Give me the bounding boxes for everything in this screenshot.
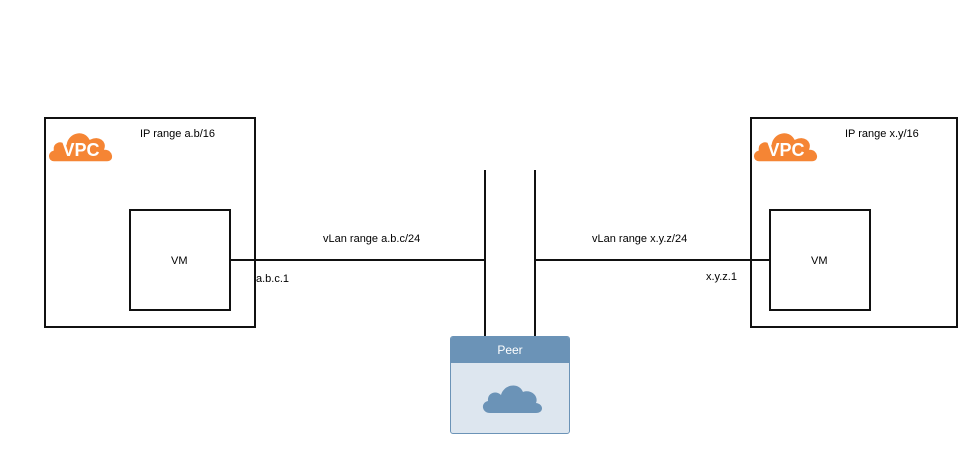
right-interface-ip: x.y.z.1 — [706, 271, 737, 283]
right-vpc-badge: VPC — [767, 140, 804, 160]
peer-post-left — [484, 170, 486, 338]
left-vlan-link — [231, 259, 486, 261]
left-vm-box — [129, 209, 231, 311]
left-interface-ip: a.b.c.1 — [256, 273, 290, 285]
right-ip-range: IP range x.y/16 — [845, 128, 919, 140]
peer-label: Peer — [451, 337, 569, 363]
right-vlan-link — [535, 259, 770, 261]
peer-post-right — [534, 170, 536, 338]
right-vpc-cloud-icon: VPC — [752, 131, 819, 163]
left-vpc-badge: VPC — [62, 140, 99, 160]
left-vlan-range: vLan range a.b.c/24 — [323, 233, 421, 245]
right-vm-label: VM — [811, 255, 828, 267]
left-ip-range: IP range a.b/16 — [140, 128, 216, 140]
left-vpc-cloud-icon: VPC — [47, 131, 114, 163]
left-vm-label: VM — [171, 255, 188, 267]
peer-box: Peer — [450, 336, 570, 434]
cloud-icon — [482, 385, 542, 413]
right-vm-box — [769, 209, 871, 311]
right-vlan-range: vLan range x.y.z/24 — [592, 233, 688, 245]
